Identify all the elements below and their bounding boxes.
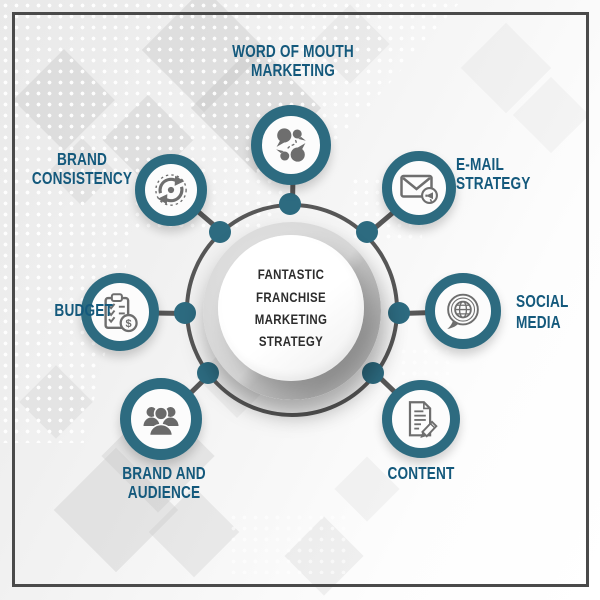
node-label-brand-and-audience: BRAND AND AUDIENCE bbox=[122, 463, 206, 503]
globe-chat-bubble-icon bbox=[447, 293, 479, 329]
ring-junction-dot bbox=[356, 221, 378, 243]
node-label-email-strategy: E-MAIL STRATEGY bbox=[456, 154, 531, 194]
node-circle-social-media bbox=[425, 273, 501, 349]
ring-junction-dot bbox=[174, 302, 196, 324]
ring-junction-dot bbox=[197, 362, 219, 384]
node-circle-brand-and-audience bbox=[120, 378, 202, 460]
node-label-word-of-mouth: WORD OF MOUTH MARKETING bbox=[232, 41, 354, 81]
envelope-megaphone-icon bbox=[400, 174, 438, 204]
svg-text:$: $ bbox=[126, 318, 132, 330]
ring-junction-dot bbox=[279, 193, 301, 215]
ring-junction-dot bbox=[388, 302, 410, 324]
node-circle-email-strategy bbox=[382, 151, 456, 225]
node-label-brand-consistency: BRAND CONSISTENCY bbox=[31, 149, 133, 189]
ring-junction-dot bbox=[362, 362, 384, 384]
node-label-budget: BUDGET bbox=[54, 300, 113, 320]
center-disc: FANTASTIC FRANCHISE MARKETING STRATEGY bbox=[218, 235, 364, 381]
node-circle-brand-consistency bbox=[135, 154, 207, 226]
node-label-social-media: SOCIAL MEDIA bbox=[516, 291, 569, 332]
ring-junction-dot bbox=[209, 221, 231, 243]
cycle-arrows-icon bbox=[155, 174, 187, 206]
center-plate: FANTASTIC FRANCHISE MARKETING STRATEGY bbox=[203, 222, 381, 400]
node-circle-content bbox=[382, 380, 460, 458]
speech-bubbles-icon bbox=[276, 128, 306, 162]
document-pencil-icon bbox=[408, 401, 438, 438]
people-group-icon bbox=[143, 406, 179, 437]
node-circle-word-of-mouth bbox=[251, 105, 331, 185]
center-title: FANTASTIC FRANCHISE MARKETING STRATEGY bbox=[254, 266, 328, 350]
node-label-content: CONTENT bbox=[387, 463, 455, 483]
